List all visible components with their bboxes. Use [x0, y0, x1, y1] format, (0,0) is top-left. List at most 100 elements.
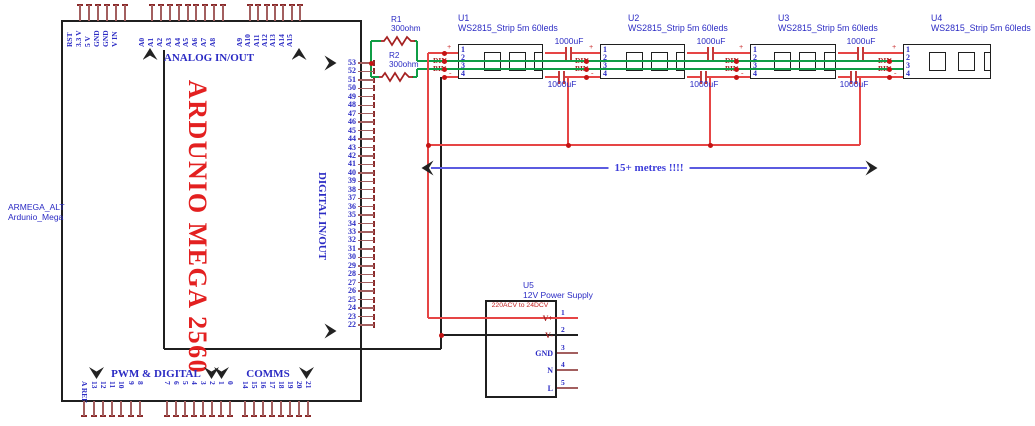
pin-stub[interactable]: [358, 138, 374, 140]
pin-stub[interactable]: [195, 5, 197, 21]
pin-stub[interactable]: [358, 155, 374, 157]
pin-stub[interactable]: [106, 5, 108, 21]
capacitor-plate[interactable]: [862, 46, 864, 60]
pin-stub[interactable]: [262, 401, 264, 416]
pin-stub[interactable]: [130, 401, 132, 416]
minus-wire[interactable]: [440, 77, 442, 335]
pin-stub[interactable]: [299, 5, 301, 21]
pin-stub[interactable]: [358, 180, 374, 182]
data-wire[interactable]: [370, 41, 372, 77]
pin-stub[interactable]: [193, 401, 195, 416]
capacitor-plate[interactable]: [700, 70, 702, 84]
pin-stub[interactable]: [358, 163, 374, 166]
pin-stub[interactable]: [358, 248, 374, 250]
u5-pin-stub[interactable]: [557, 369, 578, 371]
pin-stub[interactable]: [229, 401, 231, 416]
data-wire[interactable]: [416, 41, 418, 61]
capacitor-plate[interactable]: [857, 46, 859, 60]
arduino-inner-line[interactable]: [163, 50, 165, 349]
pin-stub[interactable]: [184, 401, 186, 416]
pin-stub[interactable]: [358, 256, 374, 259]
pin-stub[interactable]: [289, 401, 291, 416]
pin-stub[interactable]: [358, 172, 374, 174]
pin-stub[interactable]: [178, 5, 180, 21]
resistor-r1[interactable]: [381, 35, 415, 47]
pin-stub[interactable]: [202, 401, 204, 416]
pin-stub[interactable]: [253, 401, 255, 416]
pin-stub[interactable]: [249, 5, 251, 21]
capacitor-plate[interactable]: [855, 70, 857, 84]
vminus-wire[interactable]: [687, 76, 750, 78]
pin-stub[interactable]: [175, 401, 177, 416]
vminus-wire[interactable]: [443, 76, 458, 78]
pin-stub[interactable]: [358, 96, 374, 98]
data-wire[interactable]: [371, 40, 381, 42]
pin-stub[interactable]: [83, 401, 85, 416]
pin-stub[interactable]: [298, 401, 300, 416]
vplus-wire[interactable]: [428, 317, 578, 319]
din-wire[interactable]: [417, 60, 903, 62]
pin-stub[interactable]: [358, 307, 374, 309]
pin-stub[interactable]: [211, 401, 213, 416]
pin-stub[interactable]: [358, 146, 374, 149]
gnd-wire[interactable]: [440, 335, 442, 349]
pin-stub[interactable]: [358, 197, 374, 199]
pin-stub[interactable]: [358, 104, 374, 106]
pin-stub[interactable]: [204, 5, 206, 21]
data-wire[interactable]: [414, 40, 417, 42]
vplus-wire[interactable]: [545, 52, 600, 54]
vplus-wire[interactable]: [427, 53, 429, 318]
pin-stub[interactable]: [358, 87, 374, 90]
pin-stub[interactable]: [97, 5, 99, 21]
bus-drop-wire[interactable]: [709, 77, 711, 145]
pin-stub[interactable]: [358, 113, 374, 115]
pin-stub[interactable]: [280, 401, 282, 416]
pin-stub[interactable]: [291, 5, 293, 21]
capacitor-plate[interactable]: [705, 70, 707, 84]
pin-stub[interactable]: [169, 5, 171, 21]
pin-stub[interactable]: [358, 189, 374, 191]
pin-stub[interactable]: [88, 5, 90, 21]
capacitor-plate[interactable]: [707, 46, 709, 60]
pin-stub[interactable]: [151, 5, 153, 21]
pin-stub[interactable]: [358, 222, 374, 225]
pin-stub[interactable]: [102, 401, 104, 416]
data-wire[interactable]: [416, 69, 418, 77]
pin-stub[interactable]: [115, 5, 117, 21]
pin-stub[interactable]: [213, 5, 215, 21]
pin-stub[interactable]: [139, 401, 141, 416]
pin-stub[interactable]: [358, 282, 374, 284]
pin-stub[interactable]: [166, 401, 168, 416]
pin-stub[interactable]: [358, 315, 374, 318]
capacitor-plate[interactable]: [850, 70, 852, 84]
pin-stub[interactable]: [358, 273, 374, 275]
pin-stub[interactable]: [358, 70, 374, 73]
pin-stub[interactable]: [358, 214, 374, 216]
capacitor-plate[interactable]: [570, 46, 572, 60]
pin-stub[interactable]: [358, 290, 374, 292]
pin-stub[interactable]: [358, 79, 374, 81]
vminus-wire[interactable]: [838, 76, 903, 78]
bus-drop-wire[interactable]: [859, 77, 861, 145]
pin-stub[interactable]: [124, 5, 126, 21]
vplus-wire[interactable]: [838, 52, 903, 54]
pin-stub[interactable]: [307, 401, 309, 416]
pin-stub[interactable]: [160, 5, 162, 21]
pin-stub[interactable]: [358, 231, 374, 233]
led-strip-body[interactable]: [903, 44, 992, 80]
pin-stub[interactable]: [79, 5, 81, 21]
pin-stub[interactable]: [266, 5, 268, 21]
pin-stub[interactable]: [220, 401, 222, 416]
bus-drop-wire[interactable]: [567, 77, 569, 145]
pin-stub[interactable]: [358, 129, 374, 132]
pin-stub[interactable]: [93, 401, 95, 416]
power-bus[interactable]: [428, 144, 860, 146]
pin-stub[interactable]: [244, 401, 246, 416]
capacitor-plate[interactable]: [565, 46, 567, 60]
u5-pin-stub[interactable]: [557, 387, 578, 389]
capacitor-plate[interactable]: [712, 46, 714, 60]
gnd-wire[interactable]: [164, 348, 441, 350]
data-wire[interactable]: [371, 76, 379, 78]
pin-stub[interactable]: [358, 239, 374, 242]
pin-stub[interactable]: [358, 265, 374, 267]
